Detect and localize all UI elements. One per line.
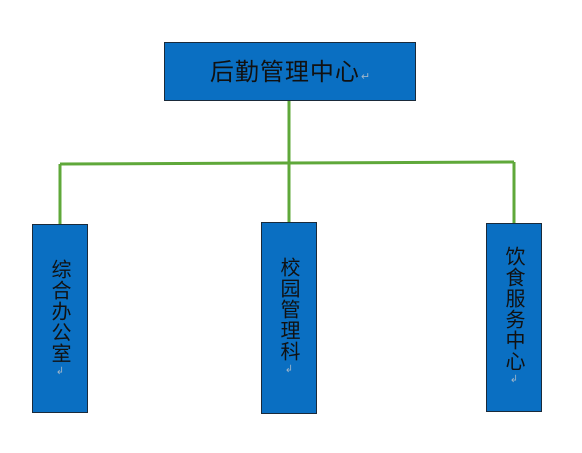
paragraph-mark-icon: ↲ (284, 364, 294, 375)
horizontal-bus-line (59, 160, 515, 166)
child-node-box-2: 校园管理科 ↲ (261, 222, 317, 414)
paragraph-mark-icon: ↲ (509, 374, 519, 385)
paragraph-mark-icon: ↲ (55, 366, 65, 377)
child-node-label-2: 校园管理科 (277, 257, 301, 362)
child-node-box-3: 饮食服务中心 ↲ (486, 223, 542, 412)
child-node-label-3: 饮食服务中心 (502, 246, 526, 372)
root-node-label: 后勤管理中心 (209, 57, 360, 86)
paragraph-mark-icon: ↵ (360, 70, 371, 83)
root-node-box: 后勤管理中心 ↵ (164, 42, 416, 101)
child-node-box-1: 综合办公室 ↲ (32, 224, 88, 413)
child-node-label-1: 综合办公室 (48, 259, 72, 364)
